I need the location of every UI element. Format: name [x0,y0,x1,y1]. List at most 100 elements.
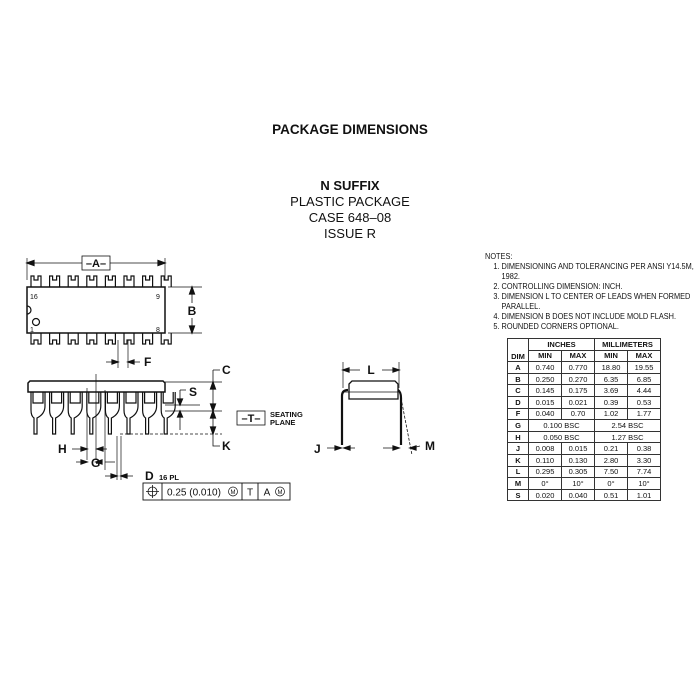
fcf-mmc-1: M [231,490,236,496]
cell-dim: B [507,372,529,386]
cell-mm-max: 19.55 [627,361,661,374]
side-lead [49,392,65,435]
mmc-icon [228,486,238,497]
col-in-max: MAX [561,349,595,363]
pin-9-label: 9 [156,294,160,301]
side-view: C K S –T– SEATING PLANE H G D 16 PL 0.25… [27,363,303,501]
fcf-datum-t: T [247,488,253,499]
cell-in-min: 0° [528,477,562,490]
pin-1-label: 1 [30,327,34,334]
dim-d-label: D [145,469,154,483]
top-pin [49,275,61,287]
package-type: PLASTIC PACKAGE [290,194,410,209]
dimensions-table: DIM INCHES MILLIMETERS MIN MAX MIN MAX A… [507,337,661,502]
top-pin [104,275,116,287]
dim-l-label: L [367,363,374,377]
cell-in-min: 0.040 [528,407,562,421]
cell-inches: 0.100 BSC [528,419,595,432]
notes: NOTES: DIMENSIONING AND TOLERANCING PER … [485,252,697,332]
dim-f-label: F [144,355,151,369]
cell-mm-max: 1.01 [627,488,661,502]
cell-mm-max: 4.44 [627,384,661,397]
fcf-mmc-2: M [278,490,283,496]
cell-in-min: 0.740 [528,361,562,374]
package-case: CASE 648–08 [308,210,392,225]
side-lead [104,392,120,435]
note-item: CONTROLLING DIMENSION: INCH. [502,282,697,292]
end-view: L J M [314,362,435,456]
dim-d-count: 16 PL [159,473,179,482]
mmc-icon [275,486,285,497]
top-pin [67,275,79,287]
dim-h-label: H [58,442,67,456]
dim-s-label: S [189,385,197,399]
dim-j-label: J [314,442,321,456]
dim-g-label: G [91,456,100,470]
col-dim: DIM [507,337,529,363]
cell-dim: L [507,465,529,479]
pin-16-label: 16 [30,294,38,301]
col-group-inches: INCHES [528,338,595,351]
side-lead [86,392,102,435]
datum-t-label: –T– [242,413,261,425]
cell-in-min: 0.250 [528,372,562,386]
package-suffix: N SUFFIX [320,178,380,193]
cell-mm-max: 0.53 [627,395,661,409]
dim-b-label: B [188,304,197,318]
dim-m-label: M [425,439,435,453]
page-title: PACKAGE DIMENSIONS [272,122,428,137]
cell-inches: 0.050 BSC [528,430,595,444]
col-in-min: MIN [528,349,562,363]
cell-mm-min: 0.21 [594,442,628,455]
seating-plane-label-1: SEATING [270,410,303,419]
cell-in-min: 0.110 [528,453,562,467]
feature-control-frame: 0.25 (0.010) M T A M [142,482,291,501]
cell-in-max: 0.021 [561,395,595,409]
note-item: DIMENSION L TO CENTER OF LEADS WHEN FORM… [502,292,697,312]
dim-k-label: K [222,439,231,453]
cell-in-max: 0.70 [561,407,595,421]
cell-mm: 2.54 BSC [594,419,661,432]
cell-mm: 1.27 BSC [594,430,661,444]
cell-mm-min: 0.51 [594,488,628,502]
cell-in-max: 10° [561,477,595,490]
cell-in-max: 0.130 [561,453,595,467]
cell-dim: S [507,488,529,502]
cell-dim: G [507,419,529,432]
cell-in-min: 0.145 [528,384,562,397]
cell-mm-min: 6.35 [594,372,628,386]
cell-mm-min: 7.50 [594,465,628,479]
cell-in-max: 0.270 [561,372,595,386]
cell-mm-max: 1.77 [627,407,661,421]
side-lead [160,392,176,435]
col-group-mm: MILLIMETERS [594,338,661,351]
package-issue: ISSUE R [323,226,376,241]
bottom-pin [67,333,79,345]
cell-in-max: 0.175 [561,384,595,397]
cell-in-min: 0.008 [528,442,562,455]
pin-8-label: 8 [156,327,160,334]
cell-mm-min: 0.39 [594,395,628,409]
bottom-pin [30,333,42,345]
cell-in-max: 0.305 [561,465,595,479]
note-item: DIMENSIONING AND TOLERANCING PER ANSI Y1… [502,262,697,282]
cell-in-min: 0.015 [528,395,562,409]
cell-dim: C [507,384,529,397]
top-pin [30,275,42,287]
cell-dim: A [507,361,529,374]
cell-dim: F [507,407,529,421]
cell-mm-min: 1.02 [594,407,628,421]
dim-a-label: –A– [86,258,106,270]
cell-in-max: 0.770 [561,361,595,374]
